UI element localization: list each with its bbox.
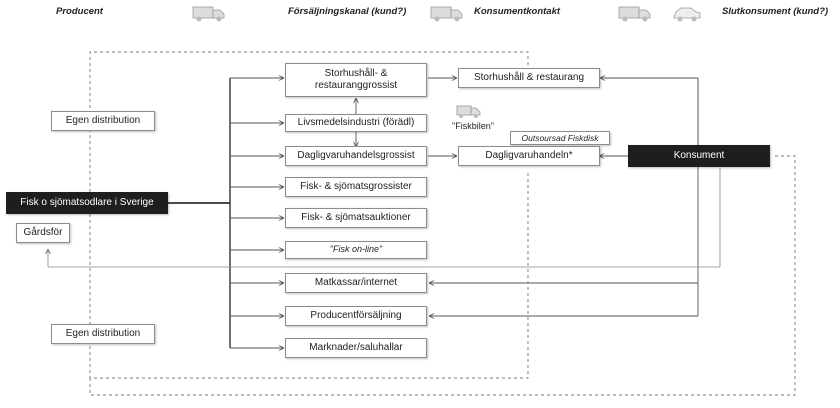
dagligvaruhandelsgrossist-box: Dagligvaruhandelsgrossist [285,146,427,166]
header-konsumentkontakt: Konsumentkontakt [474,6,561,17]
truck-icon [192,6,225,22]
fisk-grossister-box: Fisk- & sjömatsgrossister [285,177,427,197]
fisk-online-box: "Fisk on-line" [285,241,427,259]
egen-distribution-bottom: Egen distribution [51,324,155,344]
outsourced-fiskdisk-box: Outsoursad Fiskdisk [510,131,610,145]
matkassar-box: Matkassar/internet [285,273,427,293]
header-forsaljningskanal: Försäljningskanal (kund?) [288,6,407,17]
truck-icon [430,6,463,22]
fisk-auktioner-box: Fisk- & sjömatsauktioner [285,208,427,228]
konsument-box: Konsument [628,145,770,167]
egen-distribution-top: Egen distribution [51,111,155,131]
storhushall-restaurang-box: Storhushåll & restaurang [458,68,600,88]
car-icon [673,7,701,22]
livsmedelsindustri-box: Livsmedelsindustri (förädl) [285,114,427,132]
header-slutkonsument: Slutkonsument (kund?) [722,6,829,17]
fiskbilen-label: "Fiskbilen" [452,121,494,131]
gardsfor-box: Gårdsför [16,223,70,243]
dagligvaruhandeln-box: Dagligvaruhandeln* [458,146,600,166]
header-producent: Producent [56,6,103,17]
producentforsaljning-box: Producentförsäljning [285,306,427,326]
producer-box: Fisk o sjömatsodlare i Sverige [6,192,168,214]
truck-icon [618,6,651,22]
storhushall-grossist-box: Storhushåll- & restauranggrossist [285,63,427,97]
truck-icon [456,105,481,118]
marknader-box: Marknader/saluhallar [285,338,427,358]
